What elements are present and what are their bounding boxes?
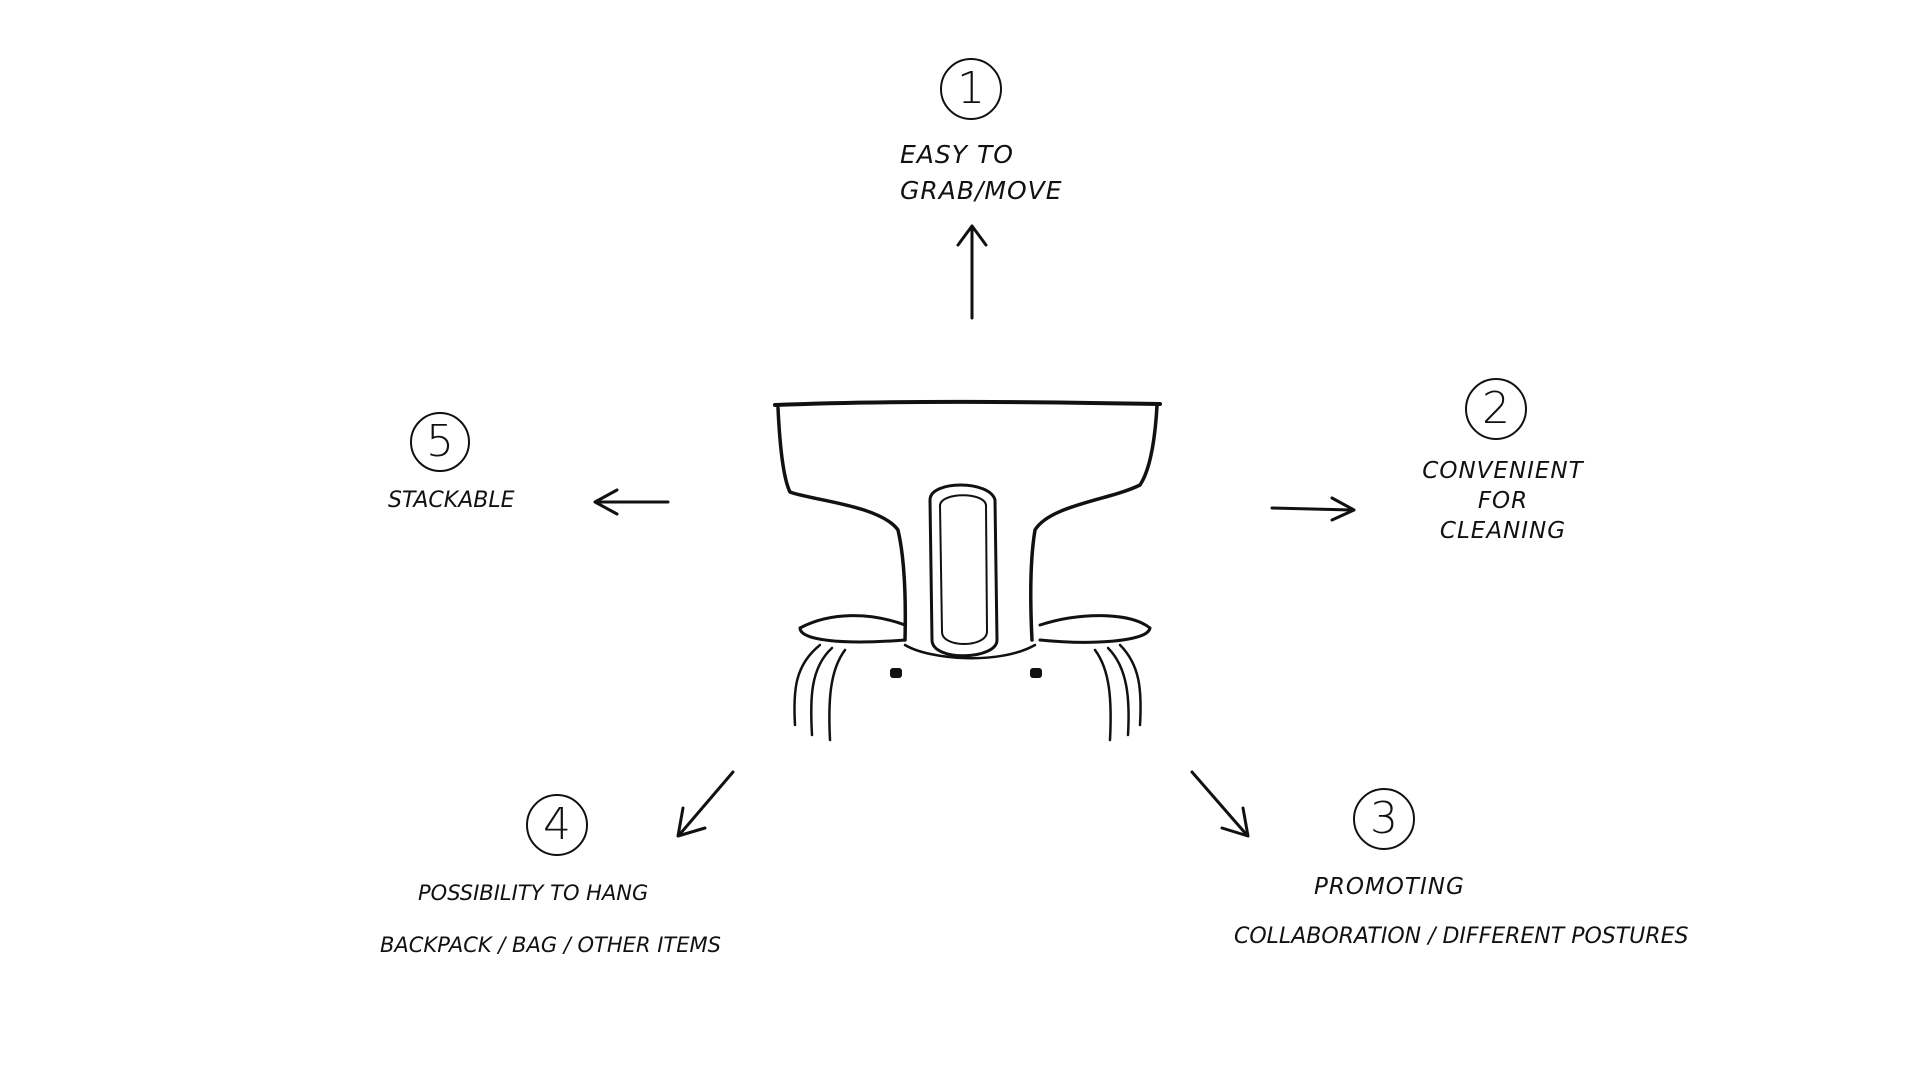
arrow-down-right <box>1190 770 1250 838</box>
chair-glide-left <box>890 668 902 678</box>
arrow-right <box>1270 496 1356 522</box>
arrow-left <box>593 488 670 516</box>
feature-1-label: EASY TO GRAB/MOVE <box>900 138 1063 208</box>
feature-3-label-line-1: PROMOTING <box>1314 874 1465 900</box>
chair-leg-right <box>1093 643 1142 742</box>
chair-seat-front <box>903 643 1037 660</box>
feature-5-label: STACKABLE <box>388 488 515 513</box>
feature-2-line-2: FOR <box>1477 488 1529 514</box>
feature-3-number-circle: 3 <box>1353 788 1415 850</box>
chair-seat <box>798 614 1152 644</box>
feature-2-number-circle: 2 <box>1465 378 1527 440</box>
feature-2-line-3: CLEANING <box>1439 518 1567 544</box>
arrow-down-left <box>676 770 735 838</box>
chair-handle-hole-inner <box>939 494 988 645</box>
chair-backrest <box>776 404 1159 642</box>
feature-4-label-line-1: POSSIBILITY TO HANG <box>418 881 649 905</box>
chair-rim <box>773 399 1162 407</box>
feature-1-number-circle: 1 <box>940 58 1002 120</box>
chair-leg-left <box>793 643 847 742</box>
feature-5-number-circle: 5 <box>410 412 470 472</box>
feature-4-label-line-2: BACKPACK / BAG / OTHER ITEMS <box>380 933 721 957</box>
feature-2-line-1: CONVENIENT <box>1422 458 1584 484</box>
feature-1-line-1: EASY TO <box>900 140 1014 169</box>
arrow-up <box>956 224 988 320</box>
feature-4-number-circle: 4 <box>526 794 588 856</box>
feature-2-label: CONVENIENT FOR CLEANING <box>1405 456 1601 546</box>
feature-3-label-line-2: COLLABORATION / DIFFERENT POSTURES <box>1234 924 1689 949</box>
feature-1-line-2: GRAB/MOVE <box>900 176 1063 205</box>
chair-handle-hole <box>928 483 999 658</box>
chair-glide-right <box>1030 668 1042 678</box>
